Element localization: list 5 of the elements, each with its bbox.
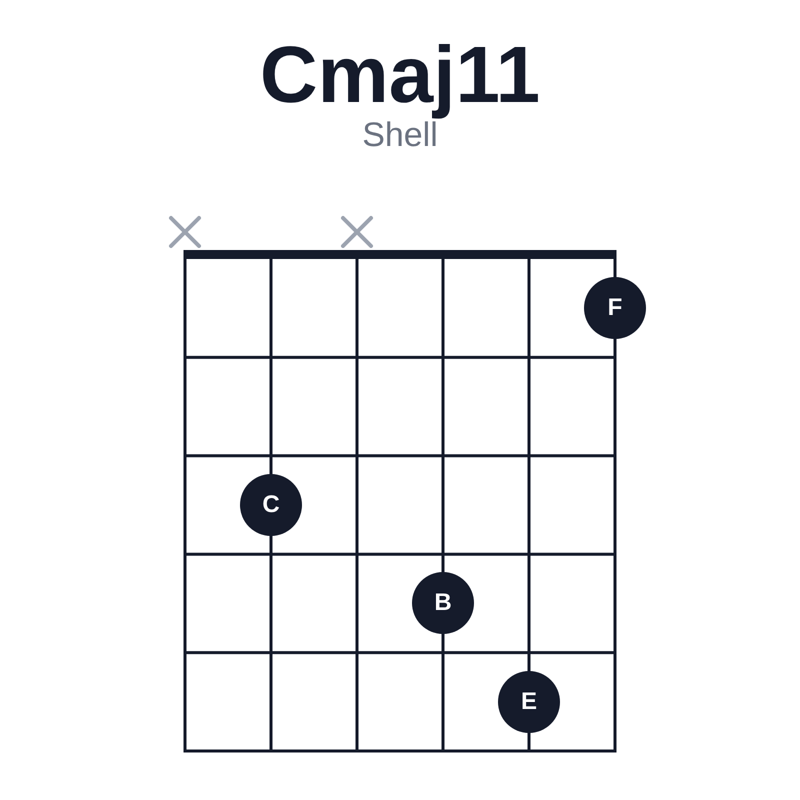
- note-name: E: [520, 690, 537, 714]
- note-name: F: [608, 296, 622, 320]
- note-name: B: [434, 591, 452, 616]
- note-name: C: [262, 493, 280, 517]
- chord-title: Cmaj11: [260, 30, 540, 119]
